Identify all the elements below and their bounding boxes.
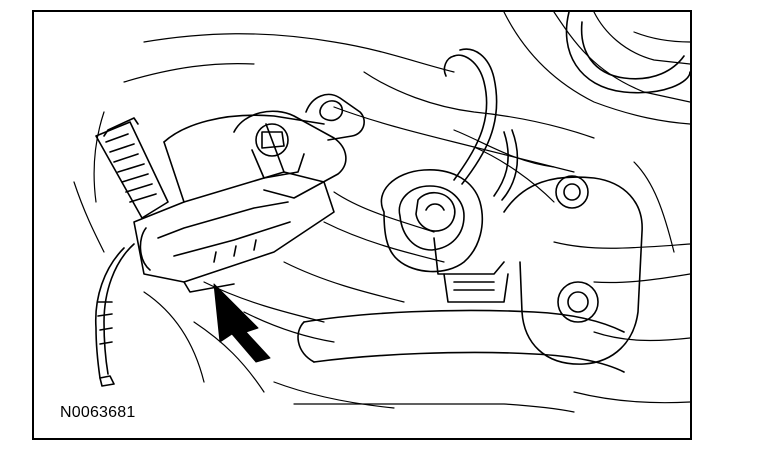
indicator-arrow: [213, 283, 271, 363]
connector-illustration: [73, 12, 690, 413]
background-contours: [73, 12, 690, 413]
main-connector-body: [133, 114, 335, 293]
round-connector: [380, 169, 509, 303]
figure-id-label: N0063681: [60, 404, 136, 421]
lower-tube: [297, 309, 625, 373]
sensor-wire: [443, 48, 519, 201]
figure-frame: N0063681: [32, 10, 692, 440]
locking-tab: [95, 117, 169, 219]
clip-bracket: [233, 93, 365, 199]
harness-wires: [94, 243, 135, 387]
reservoir-shape: [565, 12, 690, 94]
mounting-bracket: [503, 175, 643, 365]
